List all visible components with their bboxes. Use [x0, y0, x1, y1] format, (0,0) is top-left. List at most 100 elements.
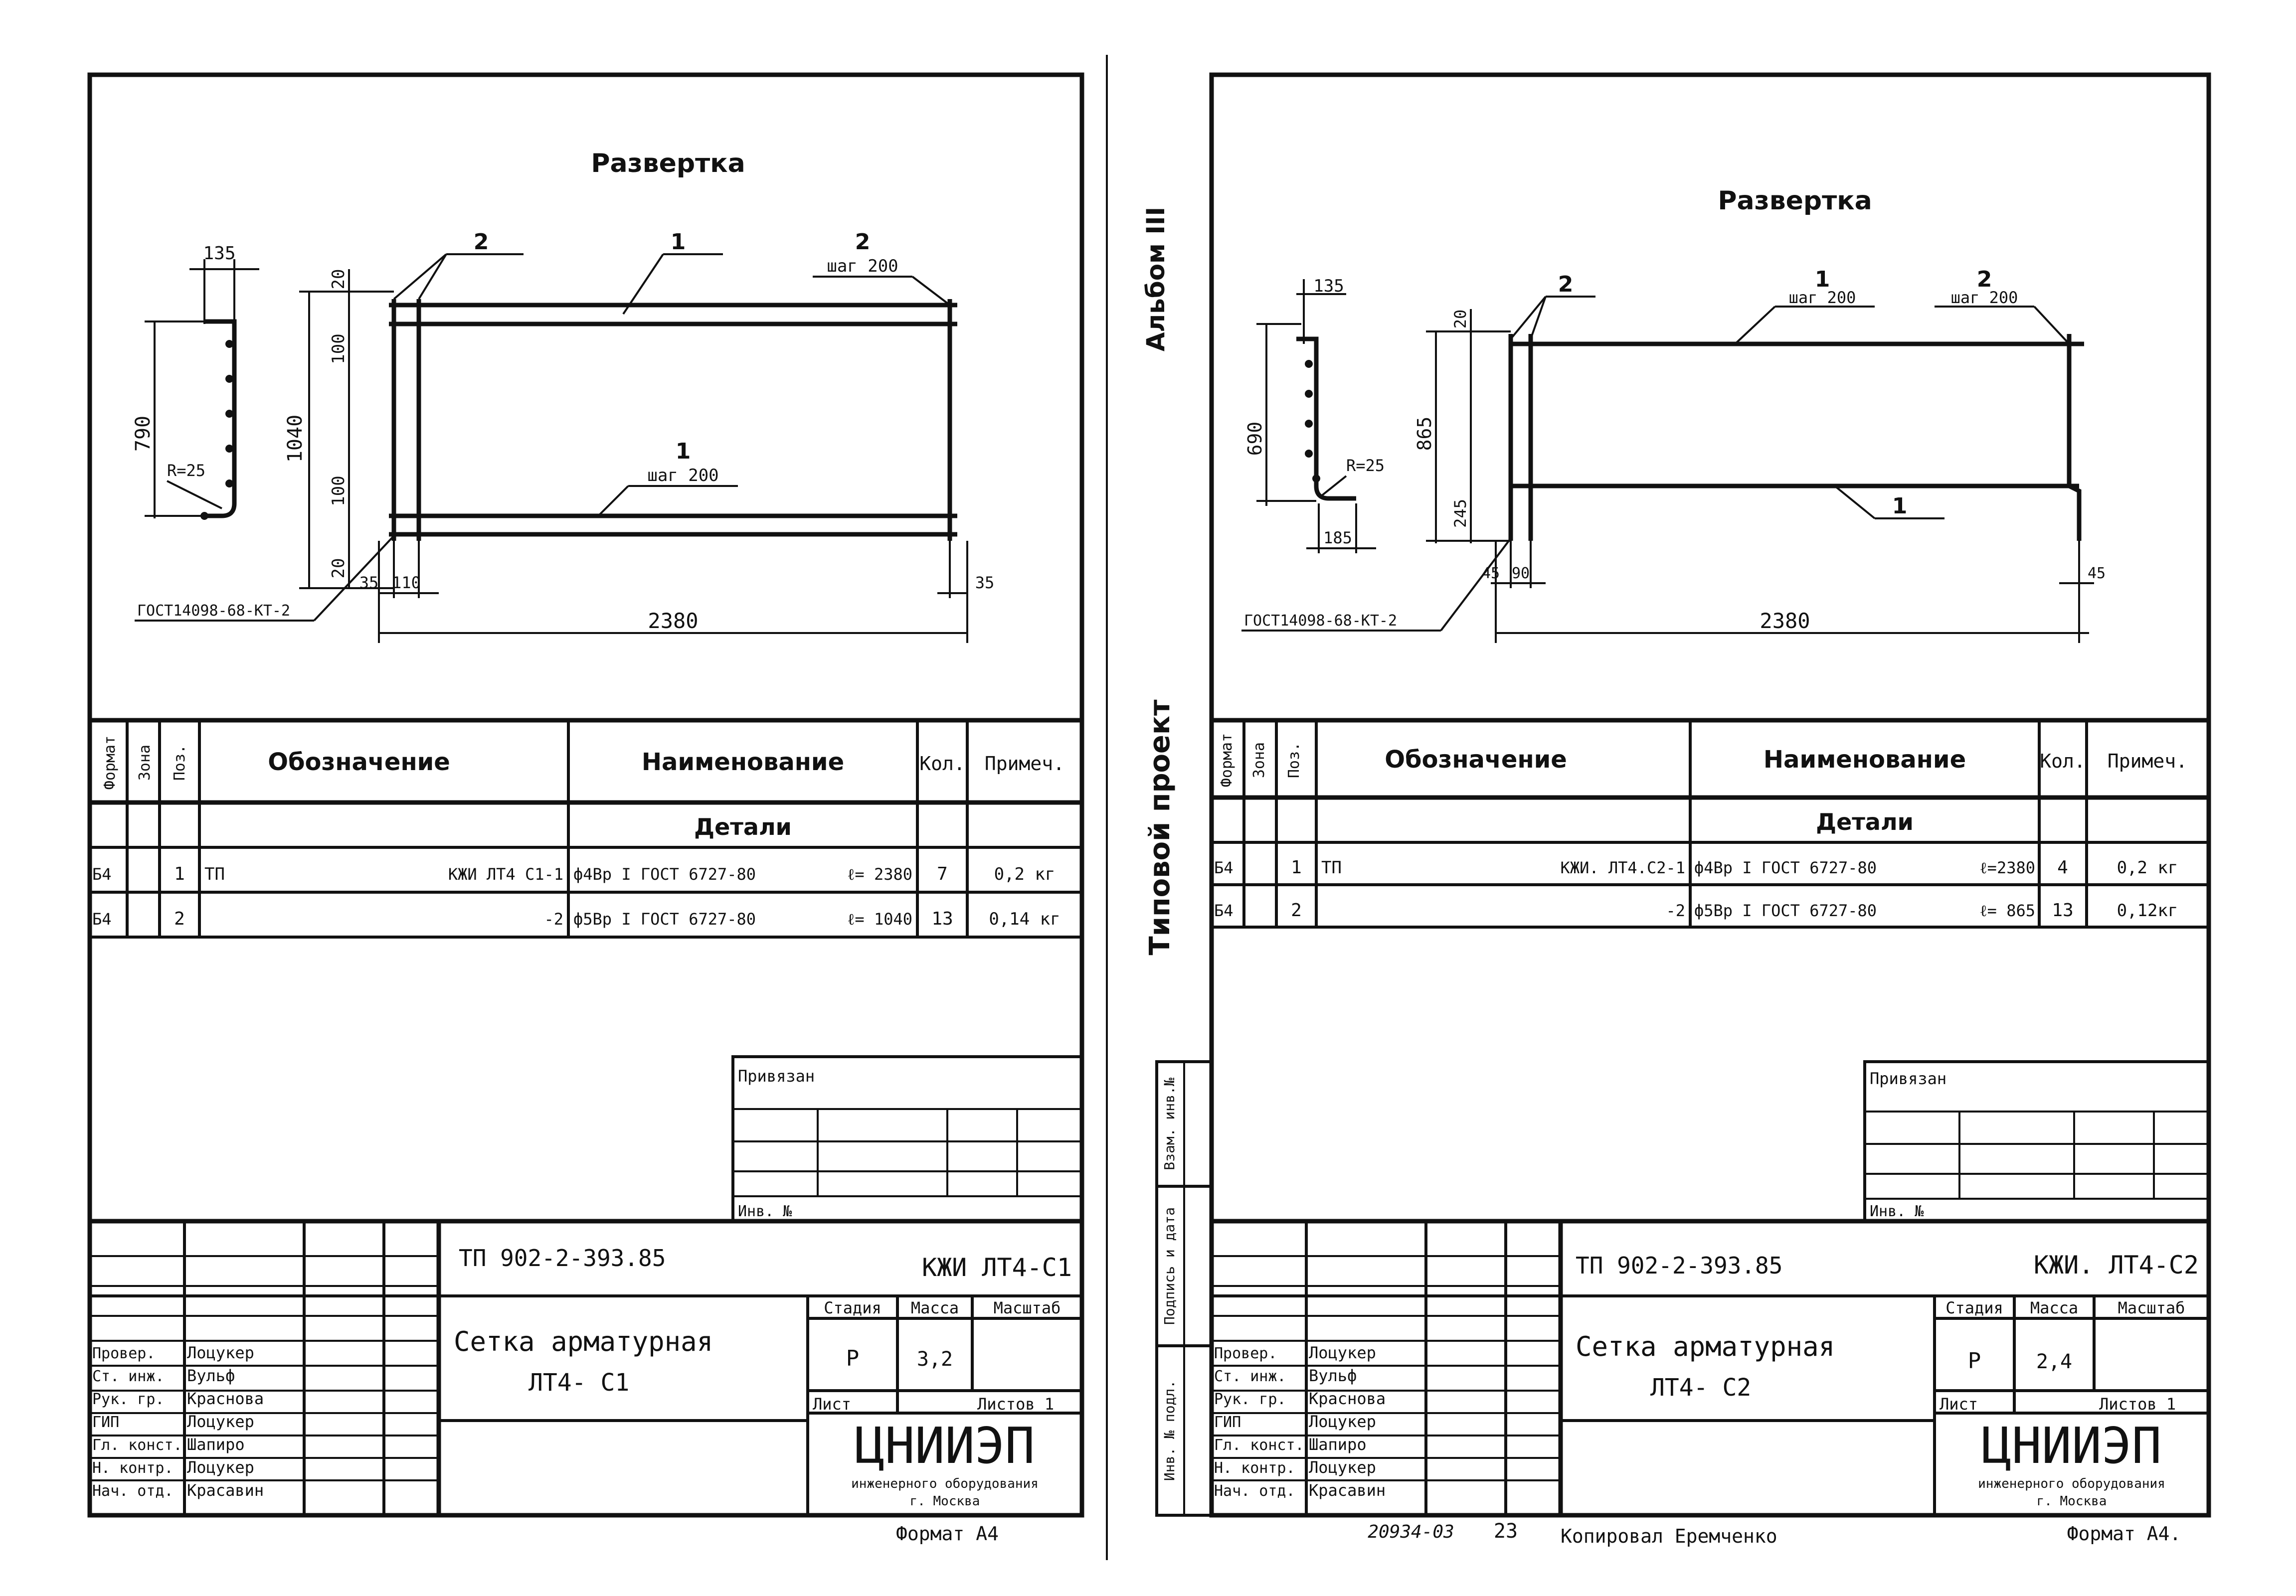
- right-r1-pos: 1: [1291, 857, 1302, 878]
- right-r1-qty: 4: [2057, 857, 2068, 878]
- right-mesh: 865 20 245 45 90 45 2380 2 1 шаг 200 2 ш…: [1241, 267, 2106, 643]
- left-mesh-right-off: 35: [975, 573, 995, 592]
- footer: 20934-03 23 Копировал Еремченко: [1368, 1520, 1777, 1547]
- left-r1-qty: 7: [937, 864, 948, 884]
- left-code: КЖИ ЛТ4-С1: [922, 1253, 1072, 1282]
- right-mass: 2,4: [2036, 1350, 2072, 1373]
- stamp-person: Лоцукер: [187, 1458, 254, 1477]
- left-r1-note: 0,2 кг: [994, 864, 1056, 884]
- margin-strip: Альбом III Типовой проект Взам. инв.№ По…: [1141, 207, 1213, 1517]
- right-stage-h: Стадия: [1945, 1298, 2003, 1317]
- stamp-person: Краснова: [187, 1389, 264, 1408]
- right-bent-height: 690: [1244, 422, 1266, 456]
- right-r1-designation: КЖИ. ЛТ4.С2-1: [1561, 858, 1685, 877]
- right-bent-radius: R=25: [1346, 456, 1385, 475]
- left-org: ЦНИИЭП: [855, 1417, 1035, 1475]
- right-bent-bottom: 185: [1323, 528, 1352, 547]
- left-mesh-bottom-edge: 20: [329, 558, 349, 579]
- right-title-block: ТП 902-2-393.85 КЖИ. ЛТ4-С2 Сетка армату…: [1212, 1219, 2209, 1515]
- sheet-right: Развертка 690 135 R=25 185: [1209, 72, 2211, 1545]
- right-mesh-right-off: 45: [2088, 565, 2106, 582]
- stamp-role: Провер.: [92, 1345, 155, 1362]
- margin-album: Альбом III: [1141, 207, 1170, 351]
- left-r2-name: ф5Вр I ГОСТ 6727-80: [573, 910, 756, 929]
- right-r2-designation: -2: [1666, 901, 1685, 920]
- right-r2-qty: 13: [2052, 900, 2073, 921]
- right-sheets-h: Листов 1: [2099, 1395, 2176, 1414]
- right-mesh-height: 865: [1413, 417, 1435, 451]
- stamp-person: Лоцукер: [1309, 1343, 1376, 1362]
- left-org2: инженерного оборудования: [851, 1476, 1039, 1491]
- right-r1-length: ℓ=2380: [1979, 858, 2035, 877]
- right-h-name: Наименование: [1764, 746, 1966, 774]
- right-label-pos2-top: 2: [1558, 272, 1574, 297]
- left-h-note: Примеч.: [985, 753, 1064, 775]
- left-r1-pos: 1: [174, 864, 185, 884]
- right-mesh-top-edge: 20: [1451, 310, 1470, 329]
- left-mesh-gap-top: 100: [329, 333, 349, 364]
- stamp-role: Ст. инж.: [1214, 1368, 1286, 1385]
- left-r2-qty: 13: [931, 909, 953, 929]
- left-label-pos1-mid-step: шаг 200: [647, 466, 718, 485]
- right-drawing-title: Развертка: [1718, 186, 1872, 216]
- left-label-pos2-top: 2: [474, 229, 489, 255]
- stamp-role: Н. контр.: [1214, 1459, 1295, 1477]
- left-stage: Р: [846, 1346, 860, 1371]
- stamp-role: Рук. гр.: [1214, 1391, 1286, 1408]
- left-r2-format: Б4: [92, 910, 112, 929]
- left-bent-height: 790: [132, 416, 155, 452]
- right-sheet-h: Лист: [1940, 1395, 1978, 1414]
- left-label-pos2-right: 2: [855, 229, 871, 255]
- stamp-person: Шапиро: [187, 1435, 245, 1454]
- left-weld-ref: ГОСТ14098-68-КТ-2: [137, 602, 290, 620]
- left-r1-name: ф4Вр I ГОСТ 6727-80: [573, 865, 756, 884]
- right-inv: Инв. №: [1870, 1203, 1924, 1220]
- right-mesh-left-off2: 90: [1512, 565, 1530, 582]
- right-title2: ЛТ4- С2: [1650, 1374, 1751, 1402]
- right-r2-note: 0,12кг: [2117, 901, 2178, 921]
- stamp-person: Краснова: [1309, 1389, 1386, 1408]
- left-bound: Привязан: [738, 1067, 815, 1086]
- left-section: Детали: [694, 813, 792, 840]
- stamp-role: ГИП: [92, 1414, 119, 1431]
- left-bent-top: 135: [203, 243, 235, 264]
- right-org: ЦНИИЭП: [1981, 1417, 2161, 1475]
- left-mesh-height: 1040: [284, 415, 307, 463]
- right-h-note: Примеч.: [2108, 750, 2187, 772]
- left-h-zone: Зона: [136, 745, 154, 781]
- right-org3: г. Москва: [2037, 1494, 2107, 1509]
- left-bent-radius: R=25: [167, 461, 205, 480]
- right-stage: Р: [1968, 1348, 1981, 1374]
- left-mesh: 1040 20 100 100 20 35 110 35 2380 2 1: [135, 229, 994, 643]
- stamp-person: Шапиро: [1309, 1435, 1367, 1454]
- right-title1: Сетка арматурная: [1576, 1331, 1835, 1362]
- left-sheets-h: Листов 1: [977, 1395, 1054, 1414]
- left-h-format: Формат: [101, 736, 119, 790]
- right-r1-name: ф4Вр I ГОСТ 6727-80: [1694, 858, 1877, 877]
- stamp-role: Гл. конст.: [1214, 1436, 1304, 1454]
- left-scale-h: Масштаб: [994, 1298, 1061, 1317]
- left-format: Формат А4: [896, 1523, 999, 1545]
- right-r2-length: ℓ= 865: [1979, 901, 2035, 920]
- stamp-person: Вульф: [1309, 1366, 1357, 1385]
- left-h-qty: Кол.: [919, 753, 965, 775]
- left-r2-length: ℓ= 1040: [847, 910, 912, 929]
- stamp-role: Гл. конст.: [92, 1436, 182, 1454]
- left-label-pos1-top: 1: [671, 229, 686, 255]
- right-r1-format: Б4: [1214, 858, 1234, 877]
- stamp-person: Лоцукер: [187, 1343, 254, 1362]
- stamp-person: Лоцукер: [1309, 1458, 1376, 1477]
- stamp-role: Нач. отд.: [92, 1482, 174, 1500]
- right-r2-name: ф5Вр I ГОСТ 6727-80: [1694, 901, 1877, 920]
- right-bent-top: 135: [1313, 276, 1344, 296]
- left-h-name: Наименование: [642, 748, 844, 776]
- left-stage-h: Стадия: [824, 1298, 882, 1317]
- right-label-pos2-right-step: шаг 200: [1951, 288, 2018, 307]
- left-title-block: ТП 902-2-393.85 КЖИ ЛТ4-С1 Сетка арматур…: [90, 1219, 1082, 1515]
- stamp-person: Лоцукер: [187, 1412, 254, 1431]
- right-label-pos1-step: шаг 200: [1789, 288, 1856, 307]
- left-drawing-title: Развертка: [591, 149, 745, 178]
- left-spec-table: Формат Зона Поз. Обозначение Наименовани…: [90, 720, 1082, 939]
